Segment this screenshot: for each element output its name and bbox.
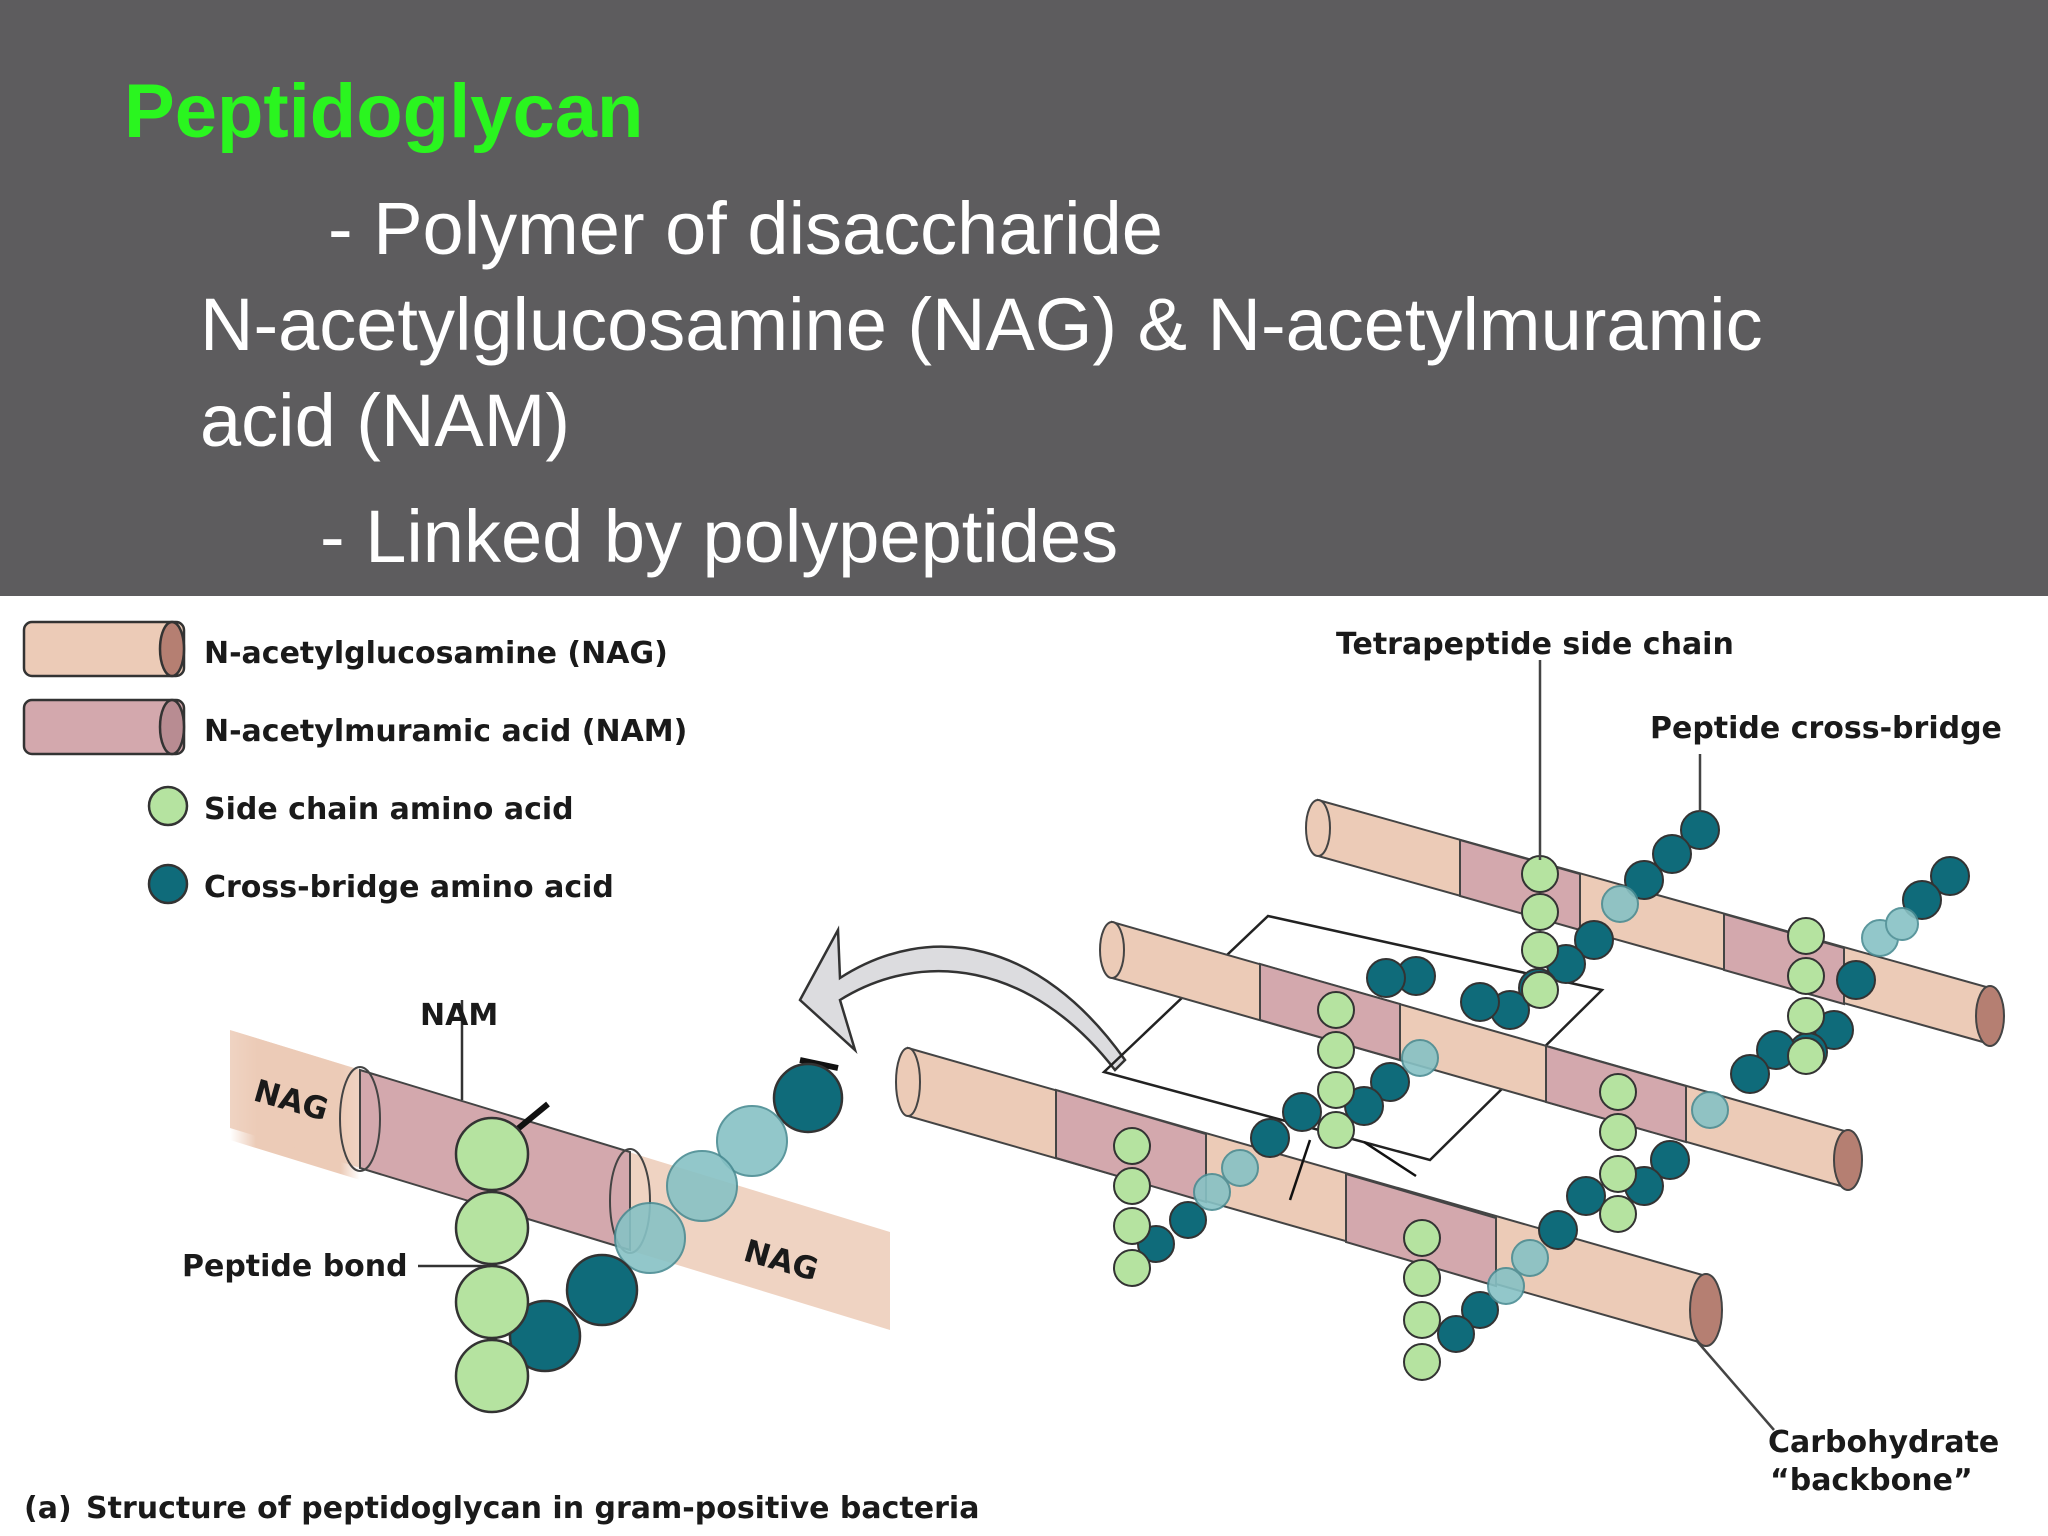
lattice-view — [895, 660, 2005, 1431]
bullet-polymer-line3: acid (NAM) — [200, 379, 571, 462]
label-backbone-1: Carbohydrate — [1768, 1425, 1999, 1460]
legend-nag-label: N-acetylglucosamine (NAG) — [204, 636, 668, 671]
label-nam: NAM — [420, 998, 498, 1033]
legend-cross-bridge-label: Cross-bridge amino acid — [204, 870, 614, 905]
bullet-polymer: - Polymer of disaccharide — [328, 187, 1163, 270]
zoom-arrow — [798, 925, 1127, 1072]
caption-prefix: (a) — [24, 1491, 72, 1526]
peptidoglycan-diagram: N-acetylglucosamine (NAG) N-acetylmurami… — [22, 620, 2005, 1526]
label-cross-bridge: Peptide cross-bridge — [1650, 711, 2002, 746]
magnified-view — [230, 1000, 890, 1414]
legend-nam-label: N-acetylmuramic acid (NAM) — [204, 714, 687, 749]
label-peptide-bond: Peptide bond — [182, 1249, 408, 1284]
legend-nam-swatch — [22, 698, 186, 756]
slide-title: Peptidoglycan — [124, 69, 644, 154]
legend-nag-swatch — [22, 620, 186, 678]
legend-side-chain-swatch — [147, 785, 189, 827]
figure-caption: Structure of peptidoglycan in gram-posit… — [86, 1491, 979, 1526]
legend-side-chain-label: Side chain amino acid — [204, 792, 574, 827]
bullet-linked: - Linked by polypeptides — [320, 495, 1119, 578]
slide-header: Peptidoglycan - Polymer of disaccharide … — [0, 0, 2048, 596]
legend-cross-bridge-swatch — [147, 863, 189, 905]
bullet-polymer-line2: N-acetylglucosamine (NAG) & N-acetylmura… — [200, 283, 1763, 366]
label-backbone-2: “backbone” — [1770, 1463, 1973, 1498]
label-tetrapeptide: Tetrapeptide side chain — [1336, 627, 1734, 662]
legend: N-acetylglucosamine (NAG) N-acetylmurami… — [22, 620, 687, 905]
